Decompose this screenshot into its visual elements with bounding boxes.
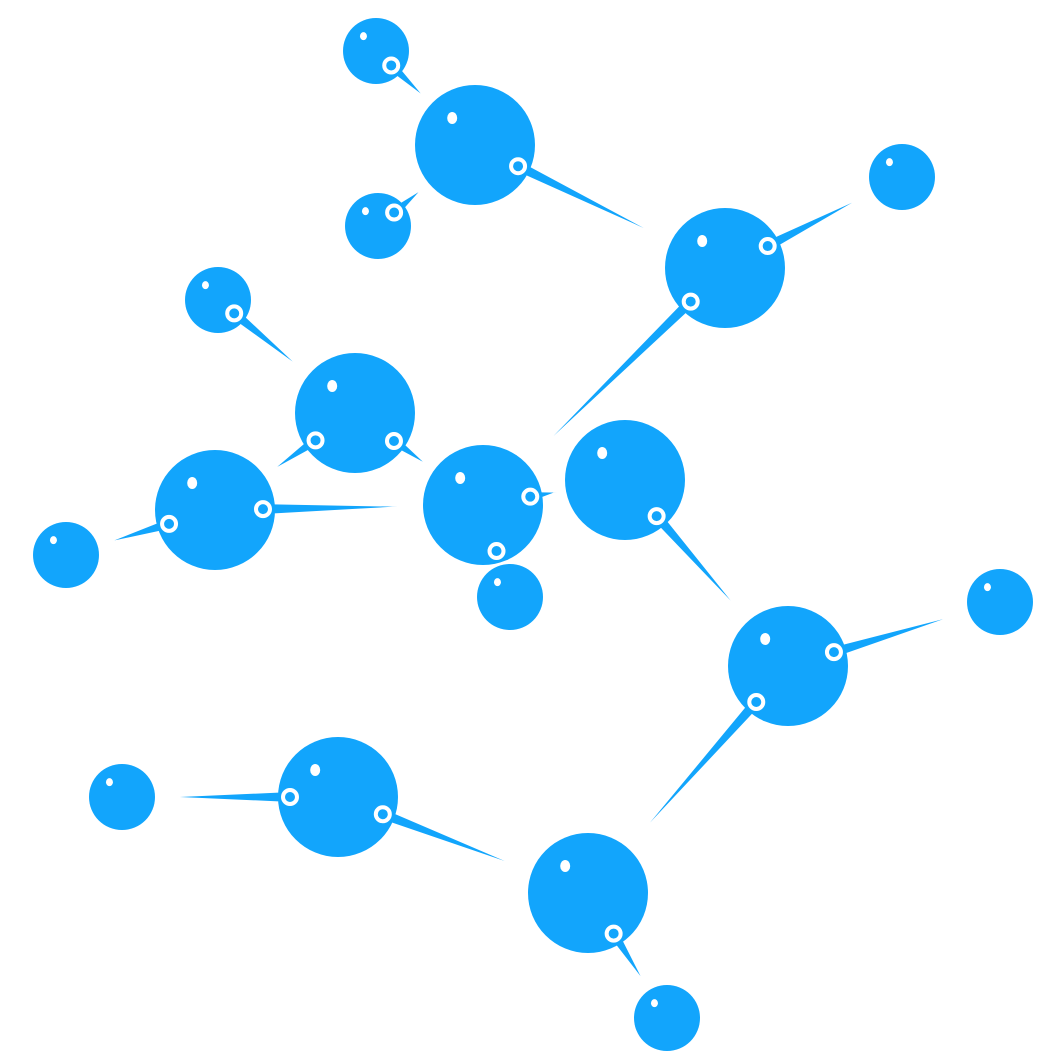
bond-joint xyxy=(647,507,666,526)
atom-sphere xyxy=(634,985,700,1051)
hydrogen-atom-H2 xyxy=(345,193,411,259)
atom-sphere xyxy=(89,764,155,830)
hydrogen-atom-H5 xyxy=(33,522,99,588)
bond-joint xyxy=(373,805,392,824)
atom-highlight xyxy=(697,235,708,247)
atom-highlight xyxy=(493,578,501,587)
atom-sphere xyxy=(295,353,415,473)
bond-joint xyxy=(306,431,325,450)
hydrogen-atom-H6 xyxy=(477,564,543,630)
hydrogen-atom-H7 xyxy=(967,569,1033,635)
hydrogen-atom-H9 xyxy=(634,985,700,1051)
bond-A8-H8 xyxy=(161,787,294,807)
bond-joint xyxy=(487,542,506,561)
atom-sphere xyxy=(869,144,935,210)
atom-highlight xyxy=(201,281,209,290)
bond-joint xyxy=(253,500,272,519)
atom-highlight xyxy=(361,207,369,216)
atom-sphere xyxy=(528,833,648,953)
bond-joint xyxy=(509,157,528,176)
atom-sphere xyxy=(477,564,543,630)
hydrogen-atom-H4 xyxy=(185,267,251,333)
atom-highlight xyxy=(983,583,991,592)
bond-A6-A7 xyxy=(647,507,747,619)
atom-sphere xyxy=(423,445,543,565)
atom-sphere xyxy=(155,450,275,570)
bond-joint xyxy=(747,693,766,712)
bond-joint xyxy=(758,237,777,256)
atom-highlight xyxy=(359,32,367,41)
atom-sphere xyxy=(33,522,99,588)
atom-highlight xyxy=(885,158,893,167)
atom-sphere xyxy=(728,606,848,726)
atom-highlight xyxy=(187,477,198,489)
carbon-atom-A7 xyxy=(728,606,848,726)
bond-joint xyxy=(281,788,299,806)
bond-A7-A9 xyxy=(629,693,766,846)
carbon-atom-A9 xyxy=(528,833,648,953)
bond-A8-A9 xyxy=(375,804,528,873)
bond-joint xyxy=(521,487,540,506)
carbon-atom-A4 xyxy=(155,450,275,570)
atom-highlight xyxy=(105,778,113,787)
bond-joint xyxy=(160,514,179,533)
bond-joint xyxy=(384,432,403,451)
bond-A4-A5 xyxy=(258,500,418,519)
atom-highlight xyxy=(327,380,338,392)
hydrogen-atom-H1 xyxy=(343,18,409,84)
bond-joint xyxy=(385,203,404,222)
atom-sphere xyxy=(565,420,685,540)
bond-joint xyxy=(681,292,700,311)
atom-sphere xyxy=(967,569,1033,635)
atoms-layer xyxy=(33,18,1033,1051)
atom-highlight xyxy=(49,536,57,545)
carbon-atom-A5 xyxy=(423,445,543,565)
atom-highlight xyxy=(310,764,321,776)
atom-sphere xyxy=(665,208,785,328)
atom-highlight xyxy=(447,112,458,124)
atom-sphere xyxy=(343,18,409,84)
atom-sphere xyxy=(278,737,398,857)
carbon-atom-A6 xyxy=(565,420,685,540)
carbon-atom-A3 xyxy=(295,353,415,473)
bond-joint xyxy=(382,56,401,75)
atom-highlight xyxy=(597,447,608,459)
atom-highlight xyxy=(760,633,771,645)
bond-joint xyxy=(824,643,843,662)
bond-A7-H7 xyxy=(827,610,964,662)
carbon-atom-A2 xyxy=(665,208,785,328)
atom-sphere xyxy=(185,267,251,333)
bond-joint xyxy=(225,304,244,323)
carbon-atom-A8 xyxy=(278,737,398,857)
atom-sphere xyxy=(415,85,535,205)
bond-joint xyxy=(604,924,623,943)
bond-A1-A2 xyxy=(510,156,668,242)
hydrogen-atom-H3 xyxy=(869,144,935,210)
atom-highlight xyxy=(455,472,466,484)
atom-highlight xyxy=(650,999,658,1008)
carbon-atom-A1 xyxy=(415,85,535,205)
atom-sphere xyxy=(345,193,411,259)
hydrogen-atom-H8 xyxy=(89,764,155,830)
atom-highlight xyxy=(560,860,571,872)
